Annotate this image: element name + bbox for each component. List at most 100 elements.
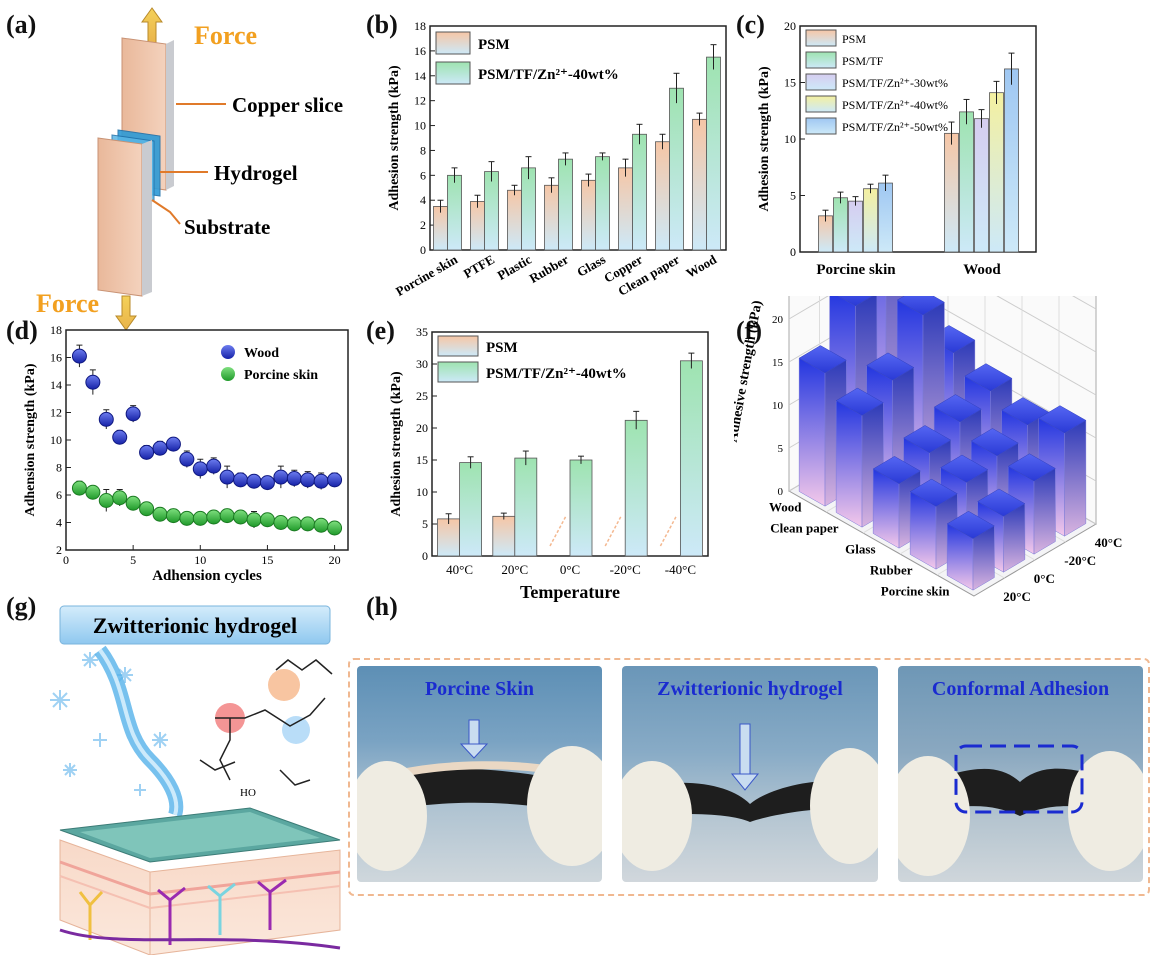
data-point [300, 516, 316, 532]
legend-label: PSM/TF/Zn²⁺-40wt% [842, 98, 948, 112]
bar-face-top [940, 454, 989, 483]
z-axis-label: Adhesive strength (kPa) [734, 299, 765, 443]
y-tick-label: 15 [416, 453, 428, 467]
chart-f: 051015202530WoodClean paperGlassRubberPo… [734, 296, 1123, 604]
bar [484, 171, 499, 251]
missing-bar-mark [659, 515, 678, 547]
data-point [125, 495, 141, 511]
legend-marker [221, 367, 235, 381]
y-tick-label: 6 [56, 488, 62, 502]
y-tick-label: 2 [420, 218, 426, 232]
panel-label-d: (d) [6, 316, 38, 345]
data-point [112, 490, 128, 506]
x-axis-label: Temperature [520, 582, 620, 602]
bar-face-left [835, 400, 863, 528]
bar [679, 360, 703, 557]
missing-bar-mark [549, 515, 567, 547]
bar-face-top [1007, 453, 1056, 482]
bar [581, 179, 596, 251]
x-tick-label: Porcine skin [816, 262, 896, 278]
bar [848, 200, 863, 253]
legend-label: Porcine skin [244, 368, 318, 383]
y-tick-label: 14 [414, 69, 426, 83]
y-tick-label: 14 [50, 378, 62, 392]
photo-zwitterionic-hydrogel: Zwitterionic hydrogel [622, 666, 878, 882]
row-label: Clean paper [770, 521, 838, 536]
photo-porcine-skin: Porcine Skin [357, 666, 602, 882]
nerve-lines [78, 878, 287, 945]
legend-label: PSM/TF/Zn²⁺-40wt% [478, 67, 619, 83]
panel-label-f: (f) [736, 316, 762, 345]
bar [624, 419, 648, 557]
y-tick-label: 12 [50, 406, 62, 420]
data-point [219, 469, 235, 485]
col-label: 0°C [1034, 571, 1055, 586]
bar [618, 167, 633, 251]
data-point [233, 509, 249, 525]
data-point [313, 517, 329, 533]
legend-swatch [435, 61, 471, 85]
y-tick-label: 18 [50, 323, 62, 337]
bar [863, 188, 878, 253]
x-tick-label: 40°C [446, 562, 473, 577]
bar [706, 56, 721, 251]
bar-face-top [946, 510, 995, 539]
legend-label: PSM [478, 37, 510, 53]
force-arrow-down-icon [115, 295, 137, 330]
bar [470, 201, 485, 251]
bar-face-top [909, 478, 958, 507]
data-point [259, 512, 275, 528]
data-point [112, 429, 128, 445]
y-tick-label: 12 [414, 94, 426, 108]
x-tick-label: 10 [194, 553, 206, 567]
bar [507, 189, 522, 251]
bar-face-top [977, 488, 1026, 517]
bar [433, 206, 448, 251]
bar [437, 518, 460, 557]
bar [878, 182, 893, 253]
bar-face-top [964, 363, 1013, 392]
col-label: 40°C [1095, 535, 1123, 550]
data-point [259, 475, 275, 491]
legend-swatch [805, 117, 837, 135]
legend-label: PSM [842, 32, 866, 46]
data-point [139, 444, 155, 460]
bar [944, 132, 959, 253]
panel-label-e: (e) [366, 316, 395, 345]
z-tick-label: 10 [772, 400, 784, 412]
col-label: -20°C [1064, 553, 1096, 568]
x-tick-label: -20°C [610, 562, 641, 577]
legend-swatch [805, 73, 837, 91]
data-point [165, 508, 181, 524]
data-point [313, 473, 329, 489]
legend-marker [221, 345, 235, 359]
bar [447, 174, 462, 251]
bar [989, 92, 1004, 253]
bar [655, 141, 670, 251]
legend-swatch [805, 29, 837, 47]
row-label: Porcine skin [881, 584, 951, 599]
y-tick-label: 30 [416, 357, 428, 371]
legend-label: PSM/TF/Zn²⁺-30wt% [842, 76, 948, 90]
arrow-down-icon [468, 719, 480, 745]
row-label: Wood [769, 500, 802, 515]
y-tick-label: 15 [784, 76, 796, 90]
zwitterionic-title: Zwitterionic hydrogel [93, 613, 297, 638]
y-axis-label: Adhesion strength (kPa) [387, 65, 402, 211]
bar [569, 459, 593, 557]
data-point [206, 458, 222, 474]
bar [974, 118, 989, 253]
x-tick-label: Rubber [527, 251, 572, 285]
data-point [152, 506, 168, 522]
bar [833, 197, 848, 253]
panel-g-illustration: Zwitterionic hydrogel HO [50, 605, 341, 955]
bar-face-top [896, 296, 945, 316]
x-tick-label: -40°C [665, 562, 696, 577]
zwitterionic-title-box [59, 605, 331, 645]
data-point [85, 374, 101, 390]
x-axis-label: Adhension cycles [152, 568, 262, 584]
bar-face-top [1038, 405, 1087, 434]
legend-swatch [805, 95, 837, 113]
